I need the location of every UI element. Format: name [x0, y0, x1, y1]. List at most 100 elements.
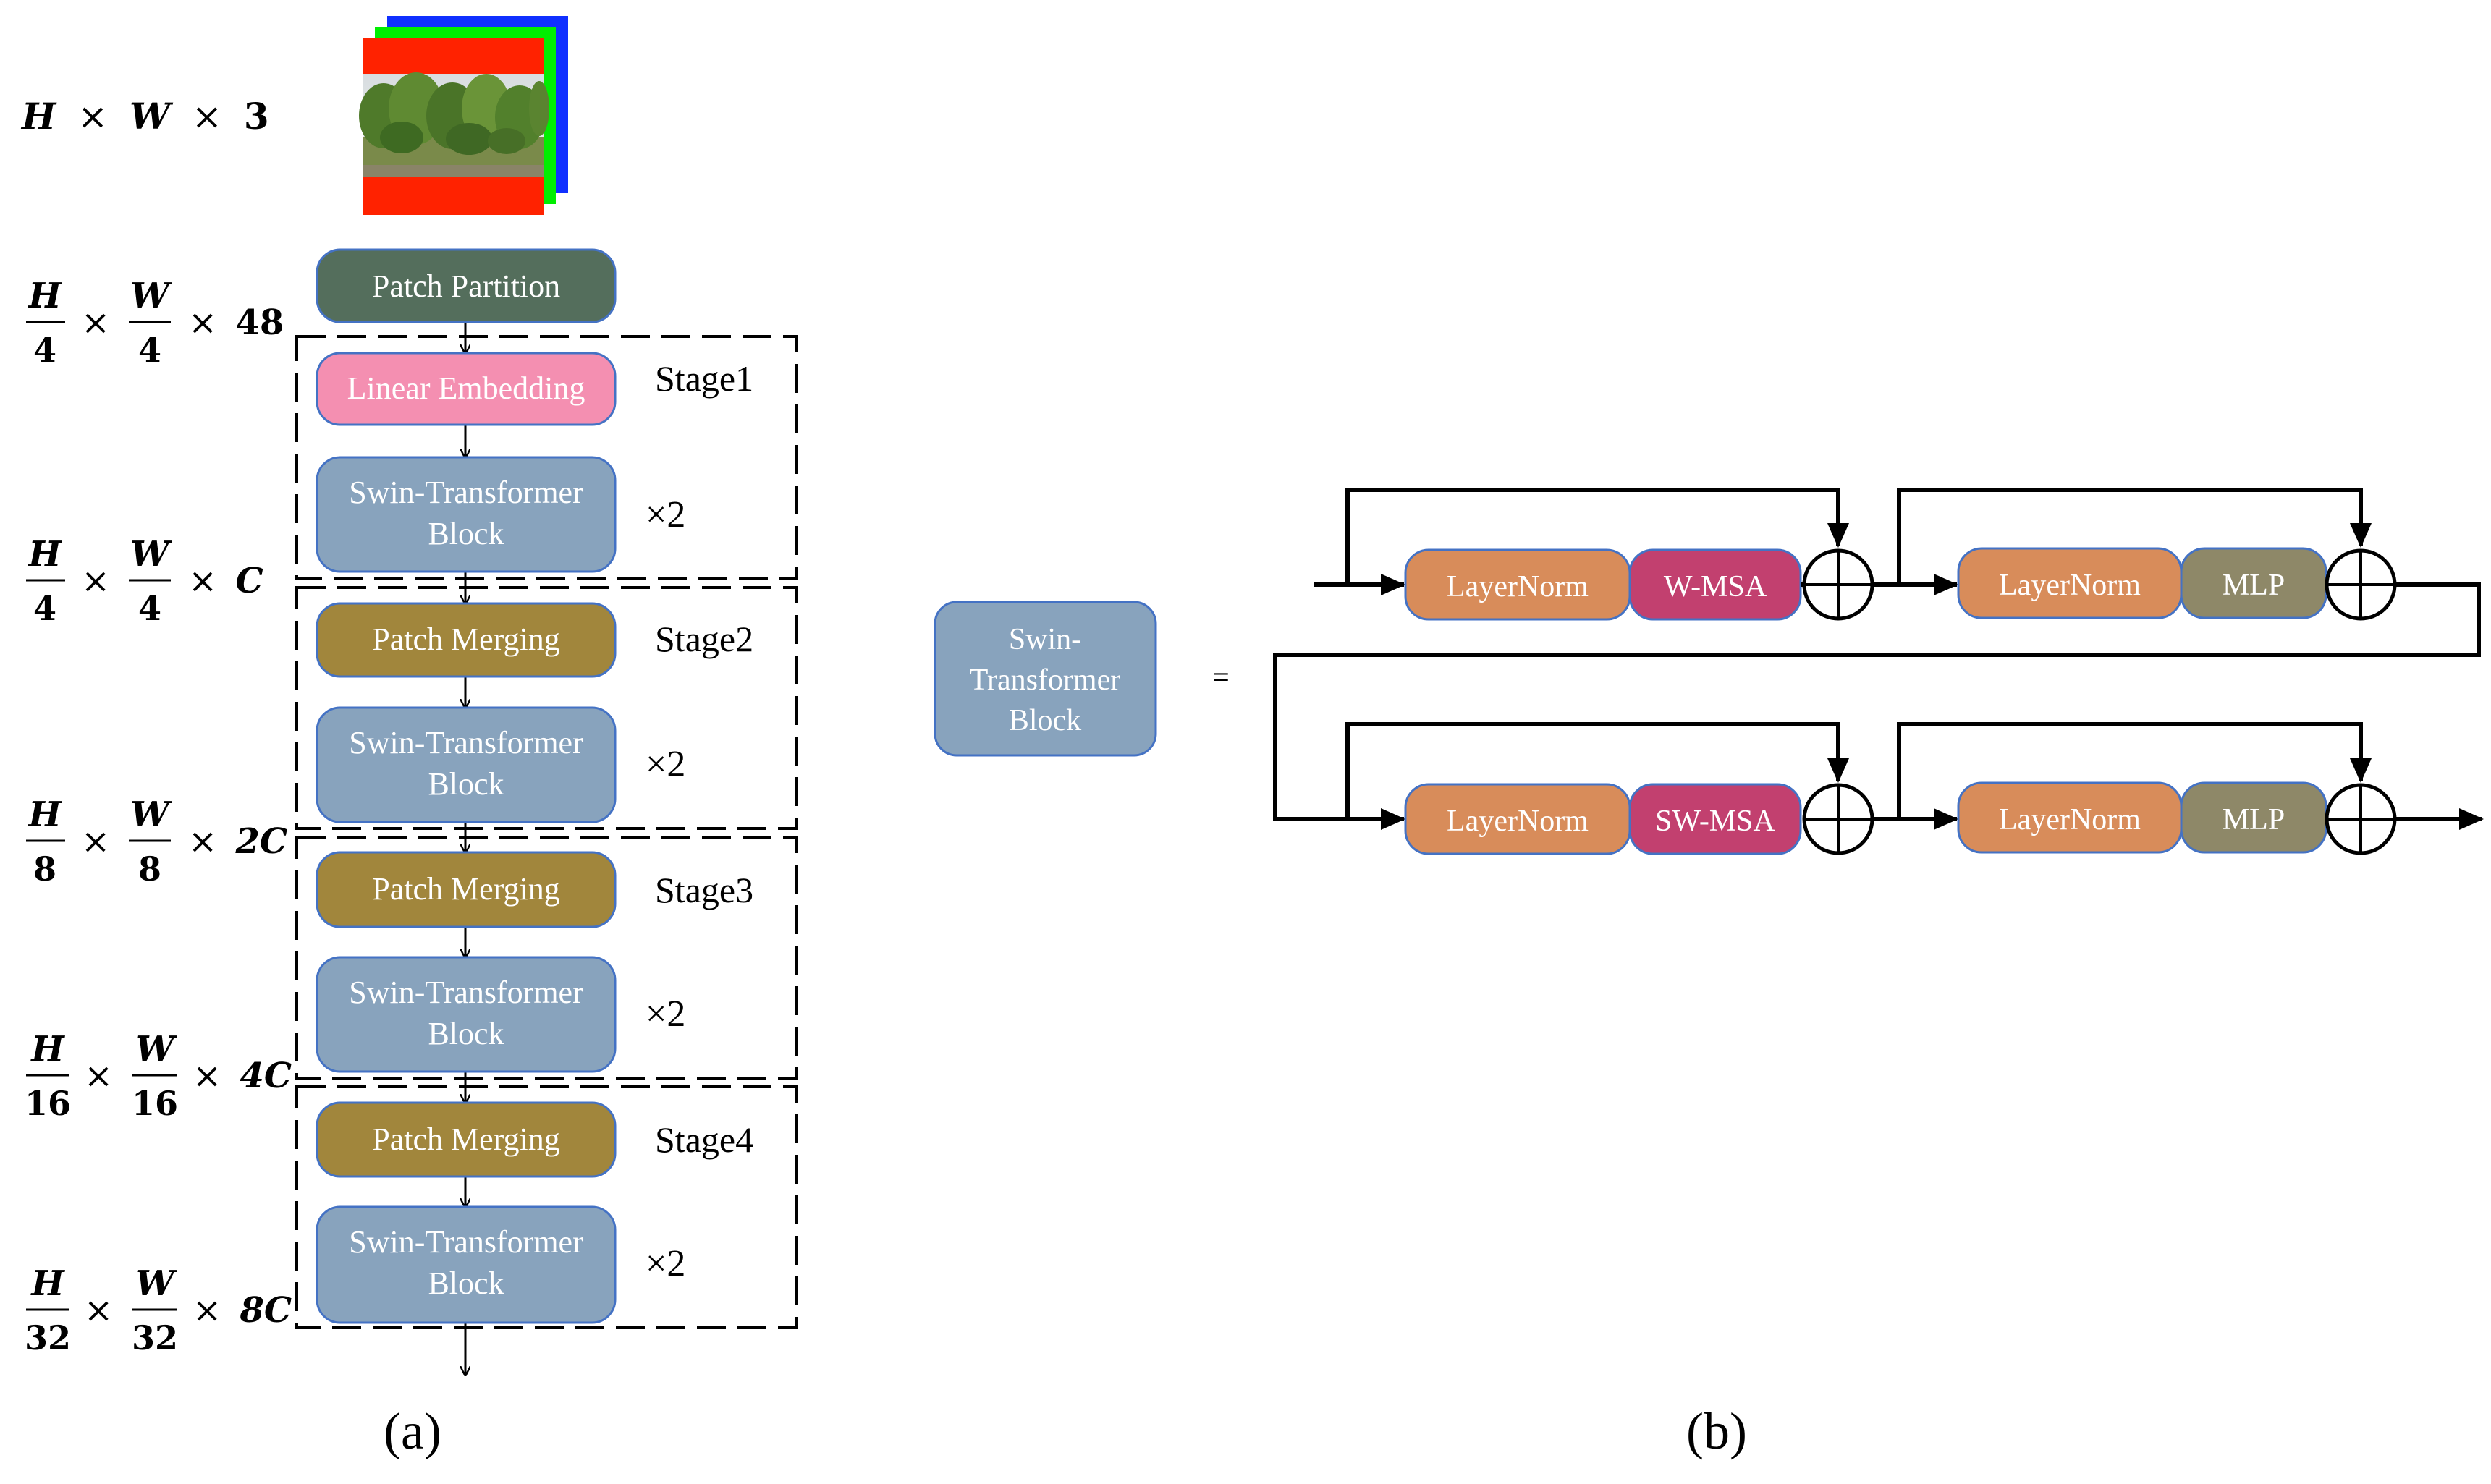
svg-text:×: × — [84, 1056, 113, 1096]
svg-text:LayerNorm: LayerNorm — [1999, 803, 2141, 836]
row2-add-1 — [1802, 783, 1874, 855]
patch-partition-box: Patch Partition — [316, 248, 617, 323]
panel-b: Swin- Transformer Block = LayerNorm W-MS… — [934, 488, 2484, 1460]
svg-text:H: H — [27, 794, 62, 835]
svg-text:×: × — [81, 302, 110, 343]
stage3-label: Stage3 — [655, 870, 753, 910]
panel-a: H × W × 3 H 4 × W 4 × 48 H 4 × W — [20, 16, 798, 1460]
dim-stage3: H 8 × W 8 × 2C — [26, 794, 287, 889]
svg-text:Swin-Transformer: Swin-Transformer — [349, 975, 583, 1010]
svg-text:H × W: H × W × 3 — [20, 95, 269, 137]
stage3-swin-block: Swin-Transformer Block — [316, 956, 617, 1073]
svg-text:Transformer: Transformer — [970, 663, 1120, 697]
svg-text:Patch Merging: Patch Merging — [372, 622, 560, 657]
equals-sign: = — [1212, 661, 1230, 695]
svg-text:H: H — [30, 1263, 65, 1304]
dim-stage5: H 32 × W 32 × 8C — [25, 1263, 292, 1357]
svg-text:× 2C: × 2C — [188, 821, 287, 862]
stage1-frame — [295, 335, 798, 580]
row1-mlp: MLP — [2180, 547, 2327, 619]
swin-block-reference: Swin- Transformer Block — [934, 601, 1157, 757]
stage4-label: Stage4 — [655, 1119, 753, 1160]
svg-text:8: 8 — [138, 849, 161, 889]
svg-text:×: × — [81, 561, 110, 601]
svg-text:H: H — [30, 1029, 65, 1069]
svg-text:Block: Block — [1009, 704, 1081, 737]
svg-text:× C: × C — [188, 561, 263, 601]
stage4-patch-merging-box: Patch Merging — [316, 1101, 617, 1178]
stage3-frame — [295, 836, 798, 1080]
input-image-icon — [359, 16, 568, 215]
svg-text:4: 4 — [33, 331, 56, 370]
dim-stage2: H 4 × W 4 × C — [26, 534, 263, 628]
svg-text:W-MSA: W-MSA — [1664, 570, 1767, 603]
svg-text:Linear Embedding: Linear Embedding — [347, 370, 585, 406]
svg-text:W: W — [130, 794, 172, 835]
stage2-frame — [295, 586, 798, 830]
row1-layernorm-1: LayerNorm — [1404, 548, 1631, 621]
linear-embedding-box: Linear Embedding — [316, 352, 617, 426]
row2-swmsa: SW-MSA — [1628, 783, 1802, 855]
row2-mlp: MLP — [2180, 781, 2327, 854]
row2-layernorm-2: LayerNorm — [1957, 781, 2183, 854]
svg-text:W: W — [130, 534, 172, 574]
svg-text:MLP: MLP — [2223, 569, 2285, 602]
stage-frames — [295, 335, 798, 1329]
svg-text:Block: Block — [428, 1016, 504, 1051]
svg-text:×: × — [84, 1290, 113, 1331]
svg-text:Patch Merging: Patch Merging — [372, 1122, 560, 1157]
svg-text:LayerNorm: LayerNorm — [1447, 805, 1589, 838]
stage2-swin-block: Swin-Transformer Block — [316, 706, 617, 823]
svg-text:Swin-Transformer: Swin-Transformer — [349, 475, 583, 510]
caption-a: (a) — [384, 1402, 441, 1460]
svg-text:8: 8 — [33, 849, 56, 889]
svg-text:MLP: MLP — [2223, 803, 2285, 836]
stage3-repeat: ×2 — [646, 993, 685, 1035]
svg-text:×: × — [81, 821, 110, 862]
svg-text:× 4C: × 4C — [193, 1056, 292, 1096]
svg-text:Swin-Transformer: Swin-Transformer — [349, 725, 583, 760]
vineyard-foliage — [359, 72, 549, 177]
row1-connections — [1273, 488, 2484, 830]
svg-text:Block: Block — [428, 766, 504, 802]
svg-text:Swin-Transformer: Swin-Transformer — [349, 1224, 583, 1260]
stage2-patch-merging-box: Patch Merging — [316, 602, 617, 678]
svg-text:H: H — [27, 534, 62, 574]
svg-text:16: 16 — [25, 1084, 71, 1123]
row1-wmsa: W-MSA — [1628, 548, 1802, 621]
svg-text:W: W — [130, 276, 172, 316]
svg-text:Patch Partition: Patch Partition — [372, 268, 560, 304]
row1-layernorm-2: LayerNorm — [1957, 547, 2183, 619]
row2-add-2 — [2325, 783, 2397, 855]
caption-b: (b) — [1686, 1402, 1747, 1460]
svg-text:32: 32 — [132, 1318, 178, 1357]
stage1-label: Stage1 — [655, 358, 753, 399]
svg-text:LayerNorm: LayerNorm — [1447, 570, 1589, 603]
stage4-frame — [295, 1085, 798, 1329]
svg-text:4: 4 — [138, 589, 161, 628]
svg-text:× 48: × 48 — [188, 302, 284, 343]
svg-text:32: 32 — [25, 1318, 71, 1357]
svg-text:W: W — [135, 1029, 177, 1069]
svg-text:Patch Merging: Patch Merging — [372, 871, 560, 907]
stage4-swin-block: Swin-Transformer Block — [316, 1205, 617, 1324]
svg-text:Block: Block — [428, 516, 504, 551]
stage1-swin-block: Swin-Transformer Block — [316, 456, 617, 573]
svg-text:LayerNorm: LayerNorm — [1999, 569, 2141, 602]
svg-text:H: H — [27, 276, 62, 316]
stage2-label: Stage2 — [655, 619, 753, 659]
row1-add-2 — [2325, 548, 2397, 621]
svg-text:Swin-: Swin- — [1009, 623, 1081, 656]
stage2-repeat: ×2 — [646, 744, 685, 785]
row1-add-1 — [1801, 548, 1874, 621]
svg-text:16: 16 — [132, 1084, 178, 1123]
dim-input: H × W × 3 — [20, 95, 269, 137]
svg-text:Block: Block — [428, 1265, 504, 1301]
stage3-patch-merging-box: Patch Merging — [316, 851, 617, 928]
svg-text:4: 4 — [138, 331, 161, 370]
svg-text:SW-MSA: SW-MSA — [1655, 805, 1775, 838]
row2-layernorm-1: LayerNorm — [1404, 783, 1631, 855]
svg-text:× 8C: × 8C — [193, 1290, 292, 1331]
dim-stage4: H 16 × W 16 × 4C — [25, 1029, 292, 1123]
